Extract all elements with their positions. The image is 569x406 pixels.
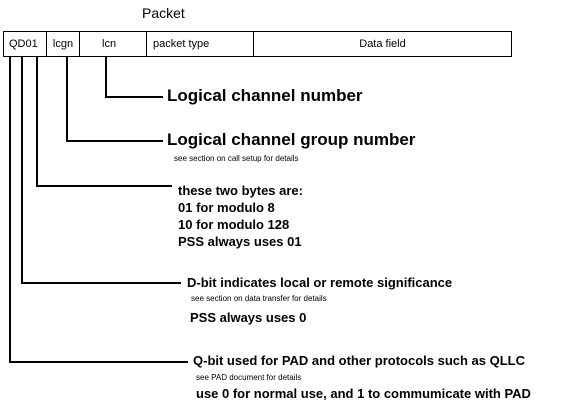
qbit-note: see PAD document for details bbox=[196, 373, 302, 382]
dbit-annotation: D-bit indicates local or remote signific… bbox=[187, 275, 453, 290]
line-qbit bbox=[9, 57, 188, 363]
lcgn-annotation: Logical channel group number bbox=[167, 130, 416, 149]
lcgn-note: see section on call setup for details bbox=[174, 154, 299, 163]
field-packet-type-label: packet type bbox=[153, 38, 210, 50]
modulo-line-4: PSS always uses 01 bbox=[178, 234, 302, 249]
dbit-pss: PSS always uses 0 bbox=[190, 310, 307, 325]
field-lcn-label: lcn bbox=[102, 38, 117, 50]
field-data-label: Data field bbox=[359, 38, 406, 50]
field-qd01-label: QD01 bbox=[9, 38, 38, 50]
line-dbit bbox=[21, 57, 181, 284]
modulo-line-1: these two bytes are: bbox=[178, 183, 303, 198]
dbit-note: see section on data transfer for details bbox=[191, 294, 327, 303]
lcn-annotation: Logical channel number bbox=[167, 86, 363, 105]
qbit-use: use 0 for normal use, and 1 to commumica… bbox=[196, 386, 531, 401]
line-modulo bbox=[36, 57, 172, 187]
diagram-title: Packet bbox=[142, 5, 185, 21]
line-lcgn bbox=[66, 57, 163, 142]
modulo-line-3: 10 for modulo 128 bbox=[178, 217, 290, 232]
field-lcgn-label: lcgn bbox=[52, 38, 74, 50]
line-lcn bbox=[105, 57, 163, 98]
field-data: Data field bbox=[253, 31, 512, 57]
qbit-annotation: Q-bit used for PAD and other protocols s… bbox=[193, 353, 526, 368]
modulo-line-2: 01 for modulo 8 bbox=[178, 200, 275, 215]
